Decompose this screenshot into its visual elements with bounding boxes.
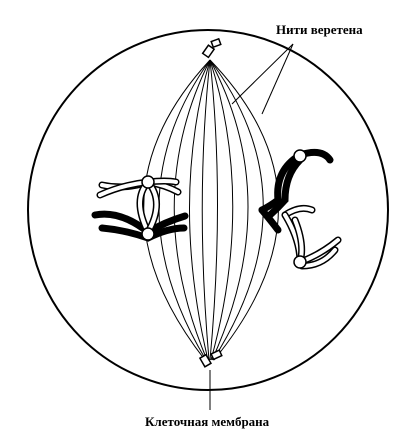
spindle-fiber xyxy=(209,59,234,361)
chromosome-pair-left xyxy=(91,175,189,242)
spindle-fiber xyxy=(201,59,211,361)
centromere xyxy=(141,175,155,189)
spindle-fiber xyxy=(209,59,218,361)
spindle-fibers xyxy=(143,59,279,361)
spindle-fiber xyxy=(143,59,211,361)
spindle-fiber xyxy=(173,59,211,361)
spindle-fiber xyxy=(209,59,249,361)
centromere xyxy=(293,149,307,163)
chromosome-pair-right xyxy=(258,148,342,270)
label-cell-membrane: Клеточная мембрана xyxy=(145,414,270,429)
leader-lines xyxy=(209,43,294,410)
centromere xyxy=(293,255,307,269)
spindle-fiber xyxy=(209,59,264,361)
centriole-bottom xyxy=(198,349,223,368)
spindle-fiber xyxy=(189,59,211,361)
cell-membrane-outline xyxy=(27,29,389,391)
label-spindle-fibers: Нити веретена xyxy=(276,22,363,37)
centromere xyxy=(141,227,155,241)
centriole-top xyxy=(201,37,222,59)
